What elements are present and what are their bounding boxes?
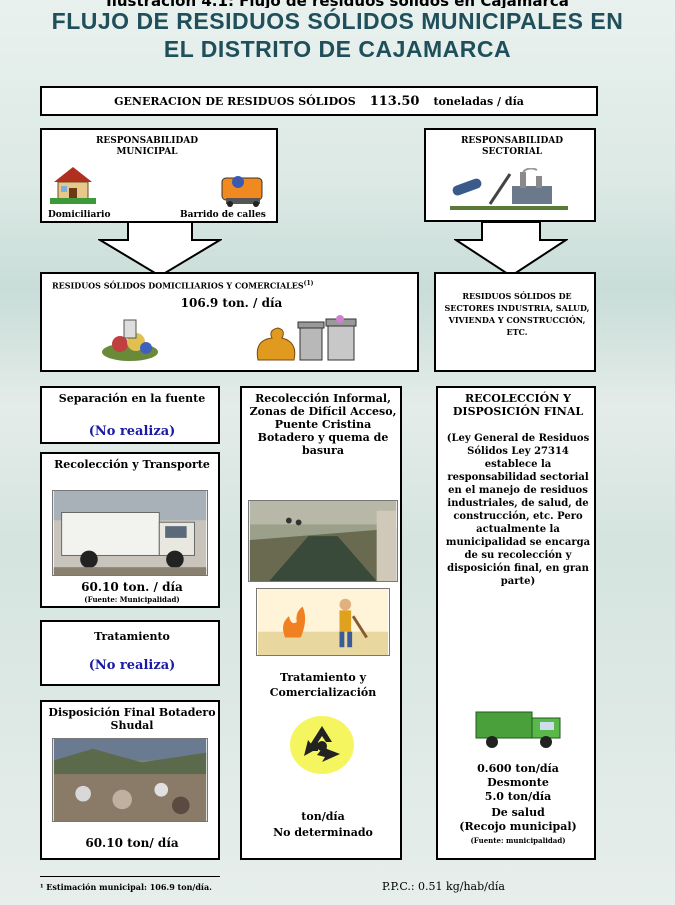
final-disposal-value: 60.10 ton/ día [85,836,179,850]
sector-source-note: (Fuente: municipalidad) [470,836,566,845]
generation-box: GENERACION DE RESIDUOS SÓLIDOS 113.50 to… [40,86,598,116]
recycle-icon [290,716,354,774]
informal-dump-photo [248,500,398,582]
collection-box: Recolección y Transporte 60.10 ton. / dí… [40,452,220,608]
street-sweeper-icon [221,176,263,207]
sector-label-health: De salud [491,806,545,819]
collection-source-note: (Fuente: Municipalidad) [84,595,180,604]
sector-waste-title: RESIDUOS SÓLIDOS DE SECTORES INDUSTRIA, … [444,291,590,337]
municipal-title: RESPONSABILIDAD MUNICIPAL [95,136,199,157]
industry-icon [450,168,568,210]
trash-cans-icon [256,315,357,361]
generation-unit: toneladas / día [433,94,524,108]
final-disposal-box: Disposición Final Botadero Shudal 60.10 … [40,700,220,860]
footnote: ¹ Estimación municipal: 106.9 ton/día. [40,882,212,892]
domestic-waste-title: RESIDUOS SÓLIDOS DOMICILIARIOS Y COMERCI… [52,280,314,291]
arrow-down-left [98,222,222,278]
arrow-down-right [454,222,568,278]
landfill-photo [52,738,208,822]
informal-title: Recolección Informal, Zonas de Difícil A… [249,392,397,457]
page-title-line2: EL DISTRITO DE CAJAMARCA [163,36,512,62]
sector-label-debris: Desmonte [487,776,549,789]
garbage-pile-icon [102,319,158,361]
footnote-rule [40,876,220,877]
domestic-waste-value: 106.9 ton. / día [180,296,283,310]
informal-treatment-label: Tratamiento y Comercialización [269,671,377,699]
municipal-responsibility-box: RESPONSABILIDAD MUNICIPAL Domiciliario B… [40,128,278,223]
separation-title: Separación en la fuente [58,392,206,405]
sector-waste-box: RESIDUOS SÓLIDOS DE SECTORES INDUSTRIA, … [434,272,596,372]
sector-collection-box: RECOLECCIÓN Y DISPOSICIÓN FINAL (Ley Gen… [436,386,596,860]
domestic-waste-box: RESIDUOS SÓLIDOS DOMICILIARIOS Y COMERCI… [40,272,419,372]
sector-value-health: 5.0 ton/día [484,790,552,803]
street-sweeping-caption: Barrido de calles [180,210,266,220]
page-title-line1: FLUJO DE RESIDUOS SÓLIDOS MUNICIPALES EN [51,8,624,34]
domiciliary-caption: Domiciliario [48,210,111,220]
green-truck-icon [475,711,561,748]
informal-bottom-value: ton/día [301,810,345,823]
generation-value: 113.50 [369,93,420,109]
collection-title: Recolección y Transporte [54,458,210,471]
separation-box: Separación en la fuente (No realiza) [40,386,220,444]
garbage-truck-photo [52,490,208,576]
sector-collection-title: RECOLECCIÓN Y DISPOSICIÓN FINAL [452,392,584,418]
generation-label: GENERACION DE RESIDUOS SÓLIDOS [114,94,356,108]
treatment-title: Tratamiento [94,630,170,643]
sectoral-title: RESPONSABILIDAD SECTORIAL [460,136,564,157]
treatment-box: Tratamiento (No realiza) [40,620,220,686]
burning-trash-icon [256,588,390,656]
footnote-mark: (1) [303,280,314,287]
separation-status: (No realiza) [88,424,176,439]
informal-collection-box: Recolección Informal, Zonas de Difícil A… [240,386,402,860]
final-disposal-title: Disposición Final Botadero Shudal [48,706,216,732]
sectoral-responsibility-box: RESPONSABILIDAD SECTORIAL [424,128,596,222]
informal-bottom-status: No determinado [273,826,373,839]
treatment-status: (No realiza) [88,658,176,673]
sector-value-debris: 0.600 ton/día [477,762,559,775]
ppc-value: P.P.C.: 0.51 kg/hab/día [382,880,505,893]
house-icon [50,167,96,204]
collection-value: 60.10 ton. / día [81,580,183,594]
sector-collection-body: (Ley General de Residuos Sólidos Ley 273… [445,433,591,587]
sector-label-pickup: (Recojo municipal) [459,820,577,833]
figure-caption: Ilustración 4.1: Flujo de residuos sólid… [0,0,675,8]
